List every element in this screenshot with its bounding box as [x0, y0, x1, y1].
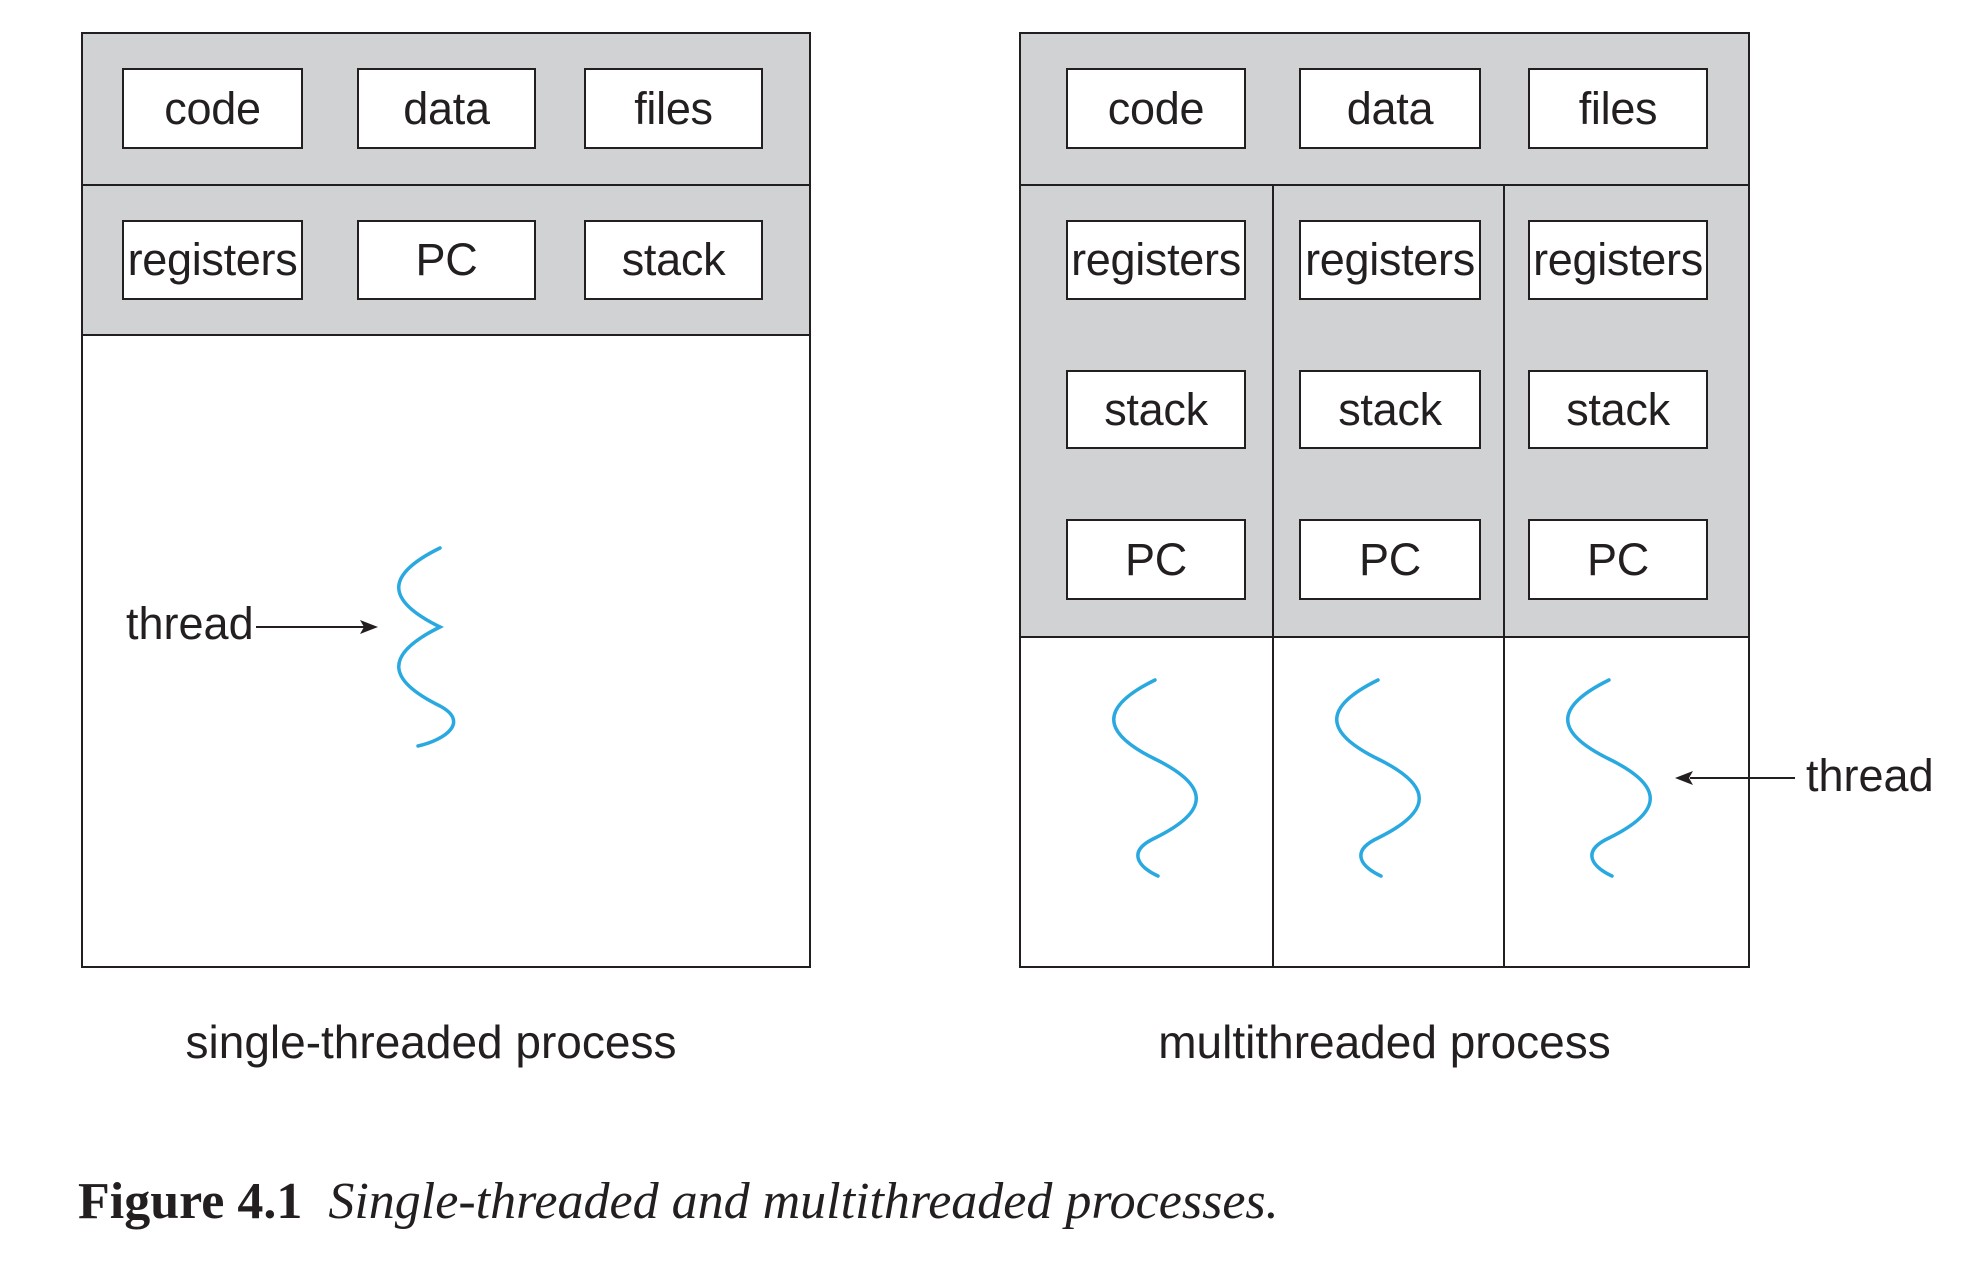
- multi-thread3-pc-box: PC: [1528, 519, 1708, 600]
- multi-thread3-registers-box: registers: [1528, 220, 1708, 300]
- multi-thread1-stack-box: stack: [1066, 370, 1246, 449]
- multi-data-box: data: [1299, 68, 1481, 149]
- single-registers-box: registers: [122, 220, 303, 300]
- thread-wave-2-icon: [1335, 678, 1421, 878]
- figure-number: Figure 4.1: [78, 1173, 303, 1230]
- multi-code-box: code: [1066, 68, 1246, 149]
- single-data-box: data: [357, 68, 536, 149]
- multi-caption: multithreaded process: [1158, 1016, 1611, 1068]
- multi-thread2-registers-box: registers: [1299, 220, 1481, 300]
- multi-thread1-pc-box: PC: [1066, 519, 1246, 600]
- multi-thread3-stack-box: stack: [1528, 370, 1708, 449]
- multi-thread-label: thread: [1806, 750, 1934, 801]
- multi-divider-1: [1272, 184, 1274, 968]
- single-thread-wave-icon: [397, 546, 456, 748]
- multi-thread1-registers-box: registers: [1066, 220, 1246, 300]
- single-caption: single-threaded process: [185, 1016, 677, 1068]
- thread-wave-3-icon: [1566, 678, 1652, 878]
- single-code-box: code: [122, 68, 303, 149]
- multi-thread2-stack-box: stack: [1299, 370, 1481, 449]
- multi-thread-region: [1019, 636, 1750, 968]
- multi-thread-arrow: [1675, 771, 1795, 785]
- figure-title: Single-threaded and multithreaded proces…: [328, 1173, 1279, 1230]
- multi-files-box: files: [1528, 68, 1708, 149]
- single-thread-region: [81, 334, 811, 968]
- multi-thread2-pc-box: PC: [1299, 519, 1481, 600]
- single-thread-arrow: [256, 620, 378, 634]
- figure-caption: Figure 4.1 Single-threaded and multithrea…: [78, 1172, 1279, 1231]
- single-stack-box: stack: [584, 220, 763, 300]
- multi-divider-2: [1503, 184, 1505, 968]
- thread-wave-1-icon: [1112, 678, 1198, 878]
- single-thread-label: thread: [126, 598, 254, 649]
- single-files-box: files: [584, 68, 763, 149]
- multi-thread-waves-icon: [1112, 678, 1652, 878]
- single-pc-box: PC: [357, 220, 536, 300]
